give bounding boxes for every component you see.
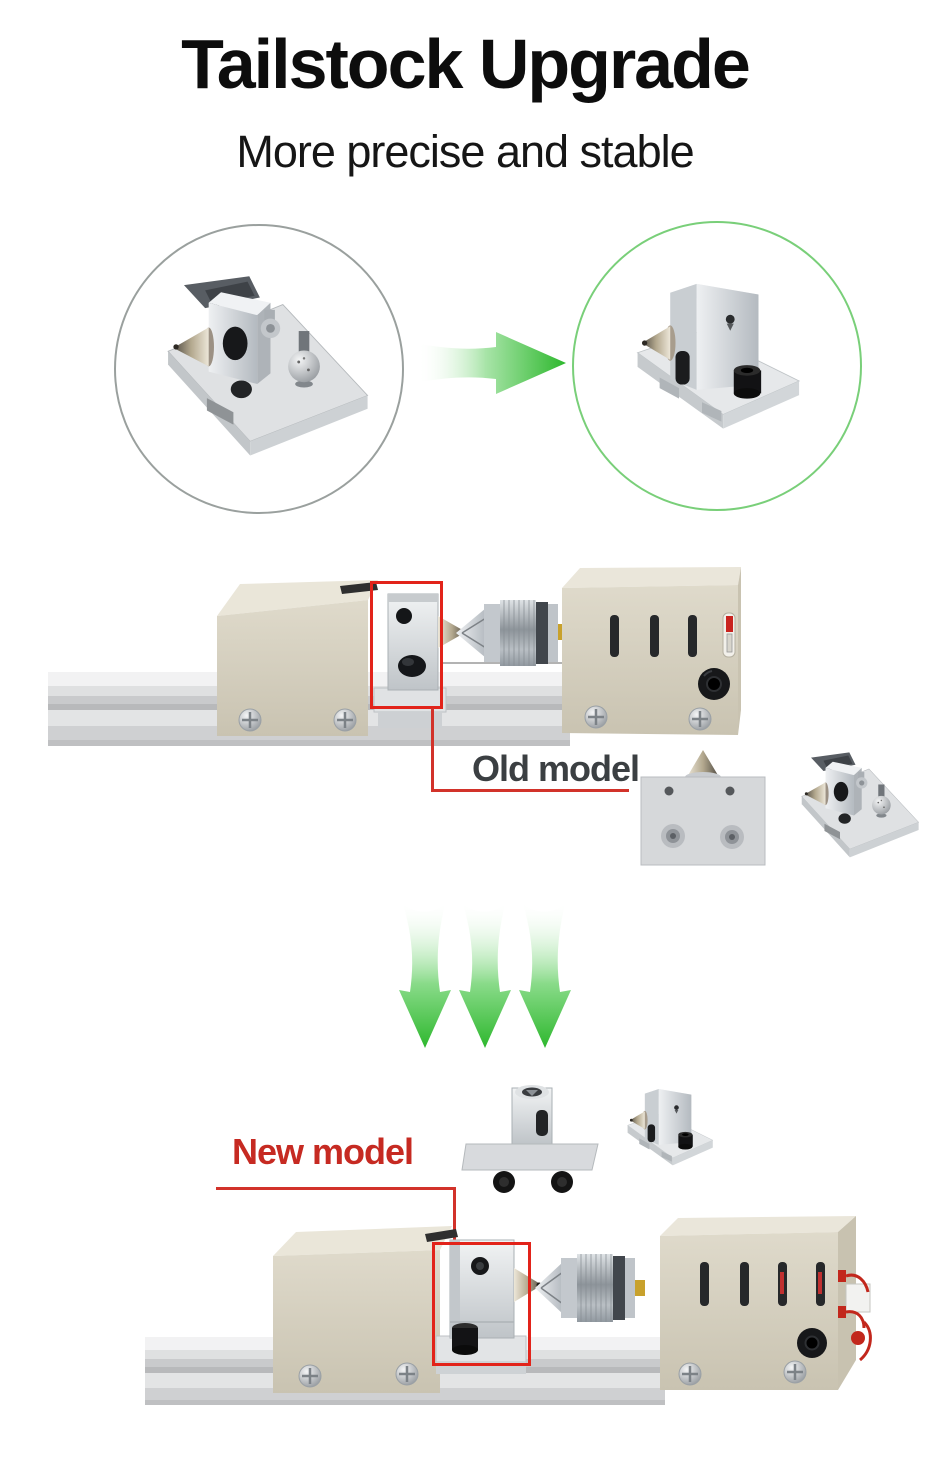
new-tailstock-circle [572, 221, 862, 511]
motor-box [562, 567, 741, 735]
old-machine-photo [48, 567, 741, 746]
dc-power-jack [698, 668, 730, 700]
new-callout-line-horizontal [216, 1187, 456, 1190]
new-tailstock-highlight-box [432, 1242, 531, 1366]
new-model-label: New model [232, 1131, 414, 1172]
left-support-box [273, 1226, 458, 1393]
power-wires [838, 1270, 872, 1362]
drill-chuck [456, 600, 568, 666]
old-tailstock-front-view-photo [640, 750, 766, 866]
page-title: Tailstock Upgrade [181, 25, 751, 103]
old-tailstock-circle [114, 224, 404, 514]
motor-box [660, 1216, 872, 1390]
vent-slot [740, 1262, 749, 1306]
old-callout-line-horizontal [431, 789, 629, 792]
new-tailstock-front-view-photo [461, 1085, 599, 1193]
vent-slot [610, 615, 619, 657]
new-tailstock-photo [637, 283, 800, 430]
page-subtitle: More precise and stable [236, 126, 694, 177]
vent-slot [688, 615, 697, 657]
drill-chuck [535, 1254, 645, 1322]
new-tailstock-iso-photo [627, 1088, 714, 1166]
old-callout-line-vertical [431, 708, 434, 792]
left-support-box [217, 580, 378, 736]
vent-slot [700, 1262, 709, 1306]
upgrade-arrow-right-icon [420, 332, 566, 394]
new-callout-line-vertical [453, 1187, 456, 1252]
power-switch [722, 612, 736, 658]
vent-slot [650, 615, 659, 657]
dc-power-jack [797, 1328, 827, 1358]
upgrade-arrows-down-icon [399, 904, 571, 1048]
old-tailstock-iso-photo [801, 752, 919, 858]
old-tailstock-photo [167, 275, 369, 456]
old-tailstock-highlight-box [370, 581, 443, 709]
old-model-label: Old model [472, 748, 640, 789]
